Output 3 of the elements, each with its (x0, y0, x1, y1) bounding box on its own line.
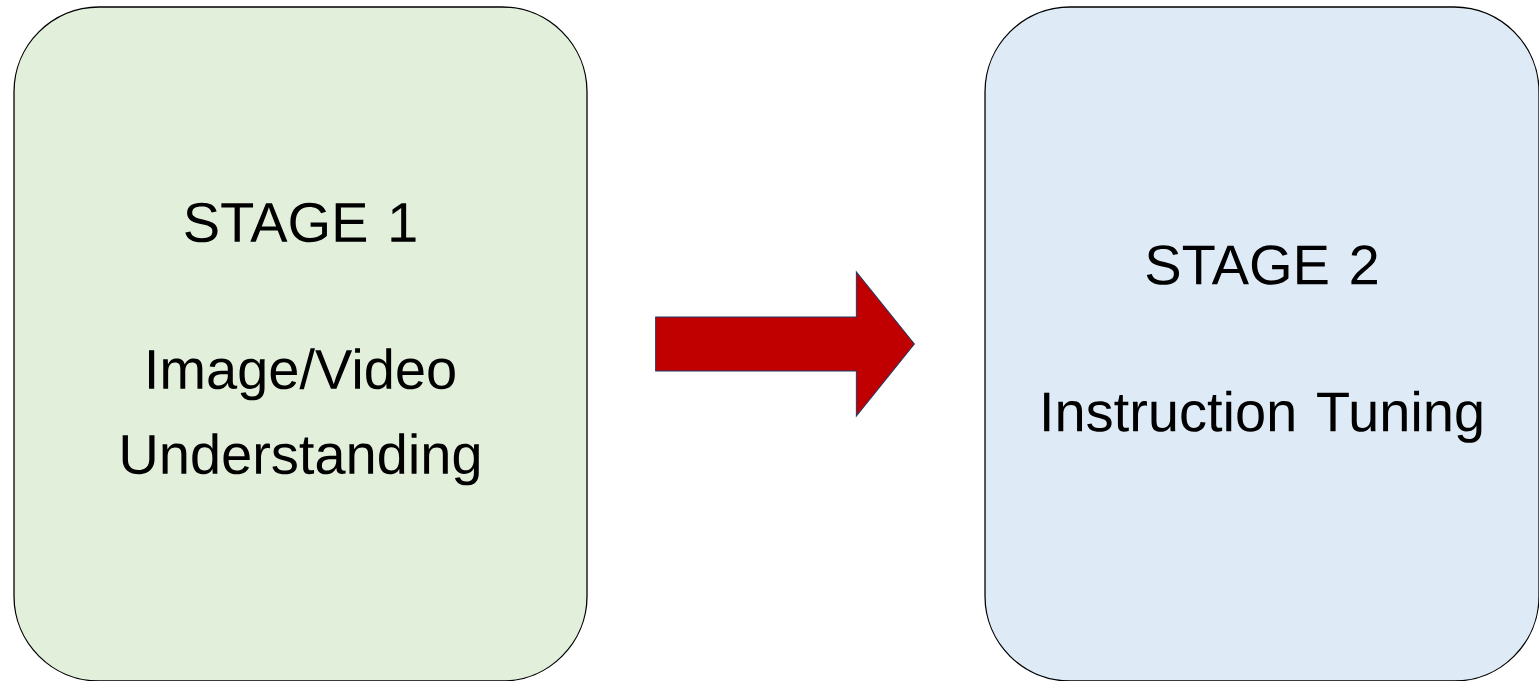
stage-box: STAGE 1 Image/Video Understanding (13, 6, 588, 681)
block-arrow (655, 271, 915, 417)
stage-box: STAGE 2 Instruction Tuning (984, 6, 1539, 681)
